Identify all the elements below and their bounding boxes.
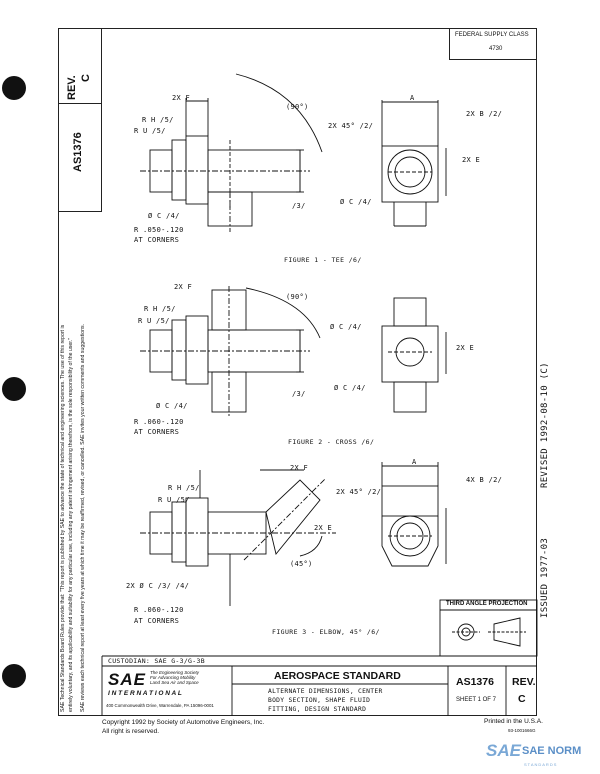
title-heading: AEROSPACE STANDARD: [274, 670, 401, 682]
watermark: SAE NORM: [522, 745, 582, 757]
fig3-label-45-angle: (45°): [290, 560, 313, 568]
fig1-front-view: [140, 73, 323, 232]
fig1-label-c-right: Ø C /4/: [340, 198, 372, 206]
fig2-label-ru: R U /5/: [138, 317, 170, 325]
fig2-label-c-left: Ø C /4/: [156, 402, 188, 410]
title-doc-number: AS1376: [456, 676, 494, 688]
fig3-label-corners: AT CORNERS: [134, 617, 180, 625]
custodian: CUSTODIAN: SAE G-3/G-3B: [108, 657, 205, 665]
punch-hole-middle: [2, 377, 26, 401]
fig1-label-ru: R U /5/: [134, 127, 166, 135]
fig2-label-radius: R .060-.120: [134, 418, 184, 426]
fig1-label-45: 2X 45° /2/: [328, 122, 374, 130]
fig3-label-2x-f: 2X F: [290, 464, 309, 472]
footer-printed: Printed in the U.S.A.: [484, 718, 543, 725]
fig1-label-corners: AT CORNERS: [134, 236, 180, 244]
fig3-side-view: [381, 462, 447, 567]
fig3-label-rh: R H /5/: [168, 484, 200, 492]
drawing-frame: [58, 28, 537, 716]
federal-supply-box: [449, 28, 537, 60]
fig3-caption: FIGURE 3 - ELBOW, 45° /6/: [272, 628, 380, 636]
fig1-label-c-left: Ø C /4/: [148, 212, 180, 220]
fig2-label-2x-f: 2X F: [174, 283, 193, 291]
title-sheet: SHEET 1 OF 7: [456, 697, 496, 703]
watermark-sub: STANDARDS: [524, 762, 558, 767]
fig2-label-rh: R H /5/: [144, 305, 176, 313]
sae-address: 400 Commonwealth Drive, Warrendale, PA 1…: [106, 703, 214, 708]
federal-supply-value: 4730: [489, 46, 503, 52]
title-subtitle-2: BODY SECTION, SHAPE FLUID: [268, 697, 371, 704]
title-subtitle-3: FITTING, DESIGN STANDARD: [268, 706, 367, 713]
fig2-side-view: [381, 297, 447, 413]
sae-tagline-3: Land Sea Air and Space: [150, 680, 199, 685]
title-block-lines: [101, 655, 537, 716]
sae-norm-logo-icon: SAE: [486, 741, 521, 760]
federal-supply-label: FEDERAL SUPPLY CLASS: [455, 32, 529, 38]
fig2-label-90: (90°): [286, 293, 309, 301]
punch-hole-top: [2, 76, 26, 100]
fig1-label-rh: R H /5/: [142, 116, 174, 124]
fig1-side-view: [381, 100, 447, 227]
fig3-label-45: 2X 45° /2/: [336, 488, 382, 496]
fig1-caption: FIGURE 1 - TEE /6/: [284, 256, 362, 264]
third-angle-label: THIRD ANGLE PROJECTION: [446, 601, 528, 607]
fig1-label-90: (90°): [286, 103, 309, 111]
fig1-label-radius: R .050-.120: [134, 226, 184, 234]
fig3-label-2x-e: 2X E: [314, 524, 333, 532]
fig3-label-4x-b: 4X B /2/: [466, 476, 503, 484]
fig2-caption: FIGURE 2 - CROSS /6/: [288, 438, 375, 446]
fig3-front-view: [140, 469, 336, 606]
title-rev-value: C: [518, 693, 526, 705]
sae-logo: SAE: [108, 670, 146, 689]
fig3-label-a: A: [412, 458, 417, 466]
sae-tagline-1: The Engineering Society: [150, 670, 200, 675]
punch-hole-bottom: [2, 664, 26, 688]
fig3-label-c: 2X Ø C /3/ /4/: [126, 582, 190, 590]
footer-rights: All right is reserved.: [102, 728, 160, 735]
sae-international: I N T E R N A T I O N A L: [108, 690, 182, 697]
footer-code: 93-1001666G: [508, 728, 536, 733]
fig2-front-view: [140, 286, 321, 418]
fig2-label-3: /3/: [292, 390, 306, 398]
fig3-label-ru: R U /5/: [158, 496, 190, 504]
fig1-label-2x-b: 2X B /2/: [466, 110, 503, 118]
fig2-label-c-right: Ø C /4/: [334, 384, 366, 392]
fig2-label-corners: AT CORNERS: [134, 428, 180, 436]
title-rev-label: REV.: [512, 676, 536, 688]
fig2-label-c-top: Ø C /4/: [330, 323, 362, 331]
fig3-label-radius: R .060-.120: [134, 606, 184, 614]
footer-copyright: Copyright 1992 by Society of Automotive …: [102, 719, 265, 726]
fig1-label-2x-e: 2X E: [462, 156, 481, 164]
fig1-label-2x-f: 2X F: [172, 94, 191, 102]
sae-tagline-2: For Advancing Mobility: [150, 675, 196, 680]
fig1-label-3: /3/: [292, 202, 306, 210]
fig2-label-2x-e: 2X E: [456, 344, 475, 352]
title-subtitle-1: ALTERNATE DIMENSIONS, CENTER: [268, 688, 383, 695]
fig1-label-a: A: [410, 94, 415, 102]
third-angle-symbol: [439, 599, 538, 657]
side-tab-rev-cell: [58, 28, 102, 104]
